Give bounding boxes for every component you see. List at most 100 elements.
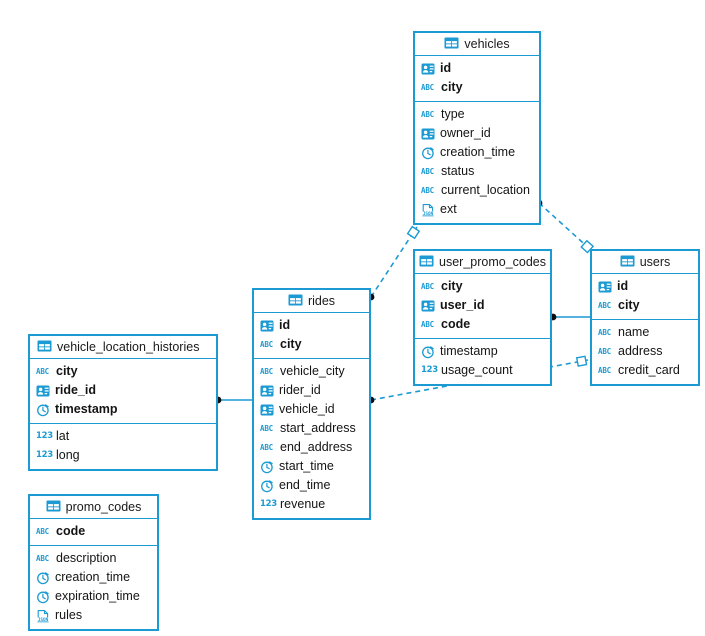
field-name: vehicle_city: [280, 364, 345, 379]
clock-icon: [36, 590, 50, 604]
abc-string-icon: ABC: [421, 166, 434, 176]
field-row[interactable]: ABC description: [30, 549, 157, 568]
field-name: timestamp: [440, 344, 498, 359]
field-name: type: [441, 107, 465, 122]
abc-string-icon: ABC: [421, 281, 434, 291]
relationship-square-marker: [406, 225, 421, 240]
abc-string-icon: ABC: [598, 346, 611, 356]
123-number-icon: 123: [260, 499, 277, 510]
table-grid-icon: [444, 37, 459, 51]
field-name: id: [440, 61, 452, 76]
abc-string-icon: ABC: [598, 365, 611, 375]
field-row[interactable]: user_id: [415, 296, 550, 315]
entity-title-users: users: [592, 251, 698, 274]
field-row[interactable]: ABC start_address: [254, 419, 369, 438]
table-grid-icon: [46, 500, 61, 514]
field-row[interactable]: creation_time: [415, 143, 539, 162]
123-number-icon: 123: [421, 365, 438, 376]
id-card-key-icon: [260, 384, 274, 398]
id-card-key-icon: [260, 403, 274, 417]
field-row[interactable]: start_time: [254, 457, 369, 476]
clock-icon: [36, 403, 50, 417]
field-row[interactable]: ABC address: [592, 342, 698, 361]
field-name: timestamp: [55, 402, 118, 417]
field-row[interactable]: owner_id: [415, 124, 539, 143]
id-card-key-icon: [36, 384, 50, 398]
abc-string-icon: ABC: [36, 553, 49, 563]
field-row[interactable]: timestamp: [30, 400, 216, 419]
entity-title-vehicle_location_histories: vehicle_location_histories: [30, 336, 216, 359]
clock-icon: [260, 460, 274, 474]
field-name: end_time: [279, 478, 331, 493]
field-name: expiration_time: [55, 589, 140, 604]
field-name: description: [56, 551, 117, 566]
field-row[interactable]: id: [592, 277, 698, 296]
clock-icon: [421, 345, 435, 359]
id-card-key-icon: [421, 127, 435, 141]
entity-title-label: promo_codes: [65, 499, 142, 514]
field-name: user_id: [440, 298, 485, 313]
field-row[interactable]: ABC credit_card: [592, 361, 698, 380]
field-name: city: [618, 298, 640, 313]
field-row[interactable]: timestamp: [415, 342, 550, 361]
abc-string-icon: ABC: [421, 185, 434, 195]
field-row[interactable]: expiration_time: [30, 587, 157, 606]
clock-icon: [421, 146, 435, 160]
field-row[interactable]: ABC type: [415, 105, 539, 124]
entity-title-label: user_promo_codes: [439, 254, 547, 269]
relationship-user_promo_codes-to-users: [549, 313, 590, 321]
entity-title-vehicles: vehicles: [415, 33, 539, 56]
123-number-icon: 123: [36, 431, 53, 442]
field-name: address: [618, 344, 663, 359]
relationship-square-marker: [575, 355, 588, 367]
abc-string-icon: ABC: [421, 319, 434, 329]
id-card-key-icon: [598, 280, 612, 294]
field-row[interactable]: id: [254, 316, 369, 335]
id-card-key-icon: [421, 299, 435, 313]
relationship-line: [538, 202, 593, 252]
abc-string-icon: ABC: [260, 423, 273, 433]
id-card-key-icon: [260, 319, 274, 333]
abc-string-icon: ABC: [421, 109, 434, 119]
field-name: start_address: [280, 421, 356, 436]
field-row[interactable]: vehicle_id: [254, 400, 369, 419]
field-row[interactable]: ride_id: [30, 381, 216, 400]
entity-title-label: users: [639, 254, 671, 269]
field-row[interactable]: rider_id: [254, 381, 369, 400]
field-name: credit_card: [618, 363, 680, 378]
field-row[interactable]: end_time: [254, 476, 369, 495]
field-row[interactable]: id: [415, 59, 539, 78]
entity-title-user_promo_codes: user_promo_codes: [415, 251, 550, 274]
abc-string-icon: ABC: [36, 366, 49, 376]
field-name: start_time: [279, 459, 334, 474]
field-row[interactable]: creation_time: [30, 568, 157, 587]
